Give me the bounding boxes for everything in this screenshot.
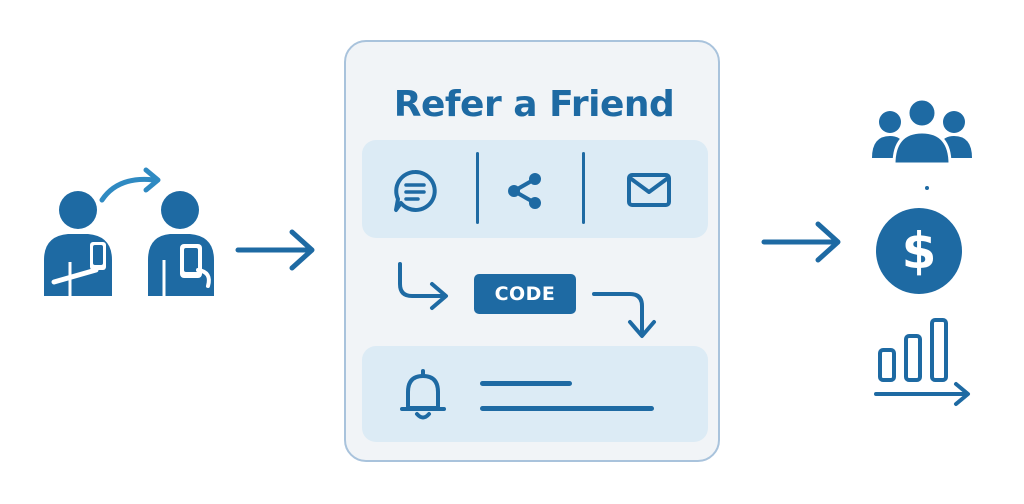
person-with-phone-icon — [44, 191, 112, 296]
refer-a-friend-card: Refer a Friend CODE — [344, 40, 720, 462]
hook-arrow-icon — [398, 262, 448, 310]
curved-arrow-icon — [99, 167, 161, 203]
notification-panel — [362, 346, 708, 442]
flow-arrow-icon — [235, 229, 315, 271]
dollar-coin-icon: $ — [876, 208, 962, 294]
divider — [476, 152, 479, 224]
divider — [582, 152, 585, 224]
person-with-phone-icon — [148, 191, 214, 296]
user-group-icon — [872, 97, 972, 166]
bell-icon — [400, 369, 446, 420]
flow-arrow-icon — [761, 221, 841, 263]
notification-line-long — [480, 406, 654, 411]
svg-text:$: $ — [902, 222, 937, 280]
referral-code-badge[interactable]: CODE — [474, 274, 576, 314]
chat-bubble-icon[interactable] — [392, 168, 438, 214]
share-options-panel — [362, 140, 708, 238]
notification-line-short — [480, 381, 572, 386]
envelope-icon[interactable] — [626, 172, 672, 208]
card-title: Refer a Friend — [393, 84, 675, 125]
referral-people-group — [30, 160, 230, 310]
hook-arrow-icon — [592, 292, 656, 338]
bar-chart-growth-icon — [874, 318, 970, 406]
share-icon[interactable] — [504, 170, 546, 212]
dot — [925, 186, 929, 190]
